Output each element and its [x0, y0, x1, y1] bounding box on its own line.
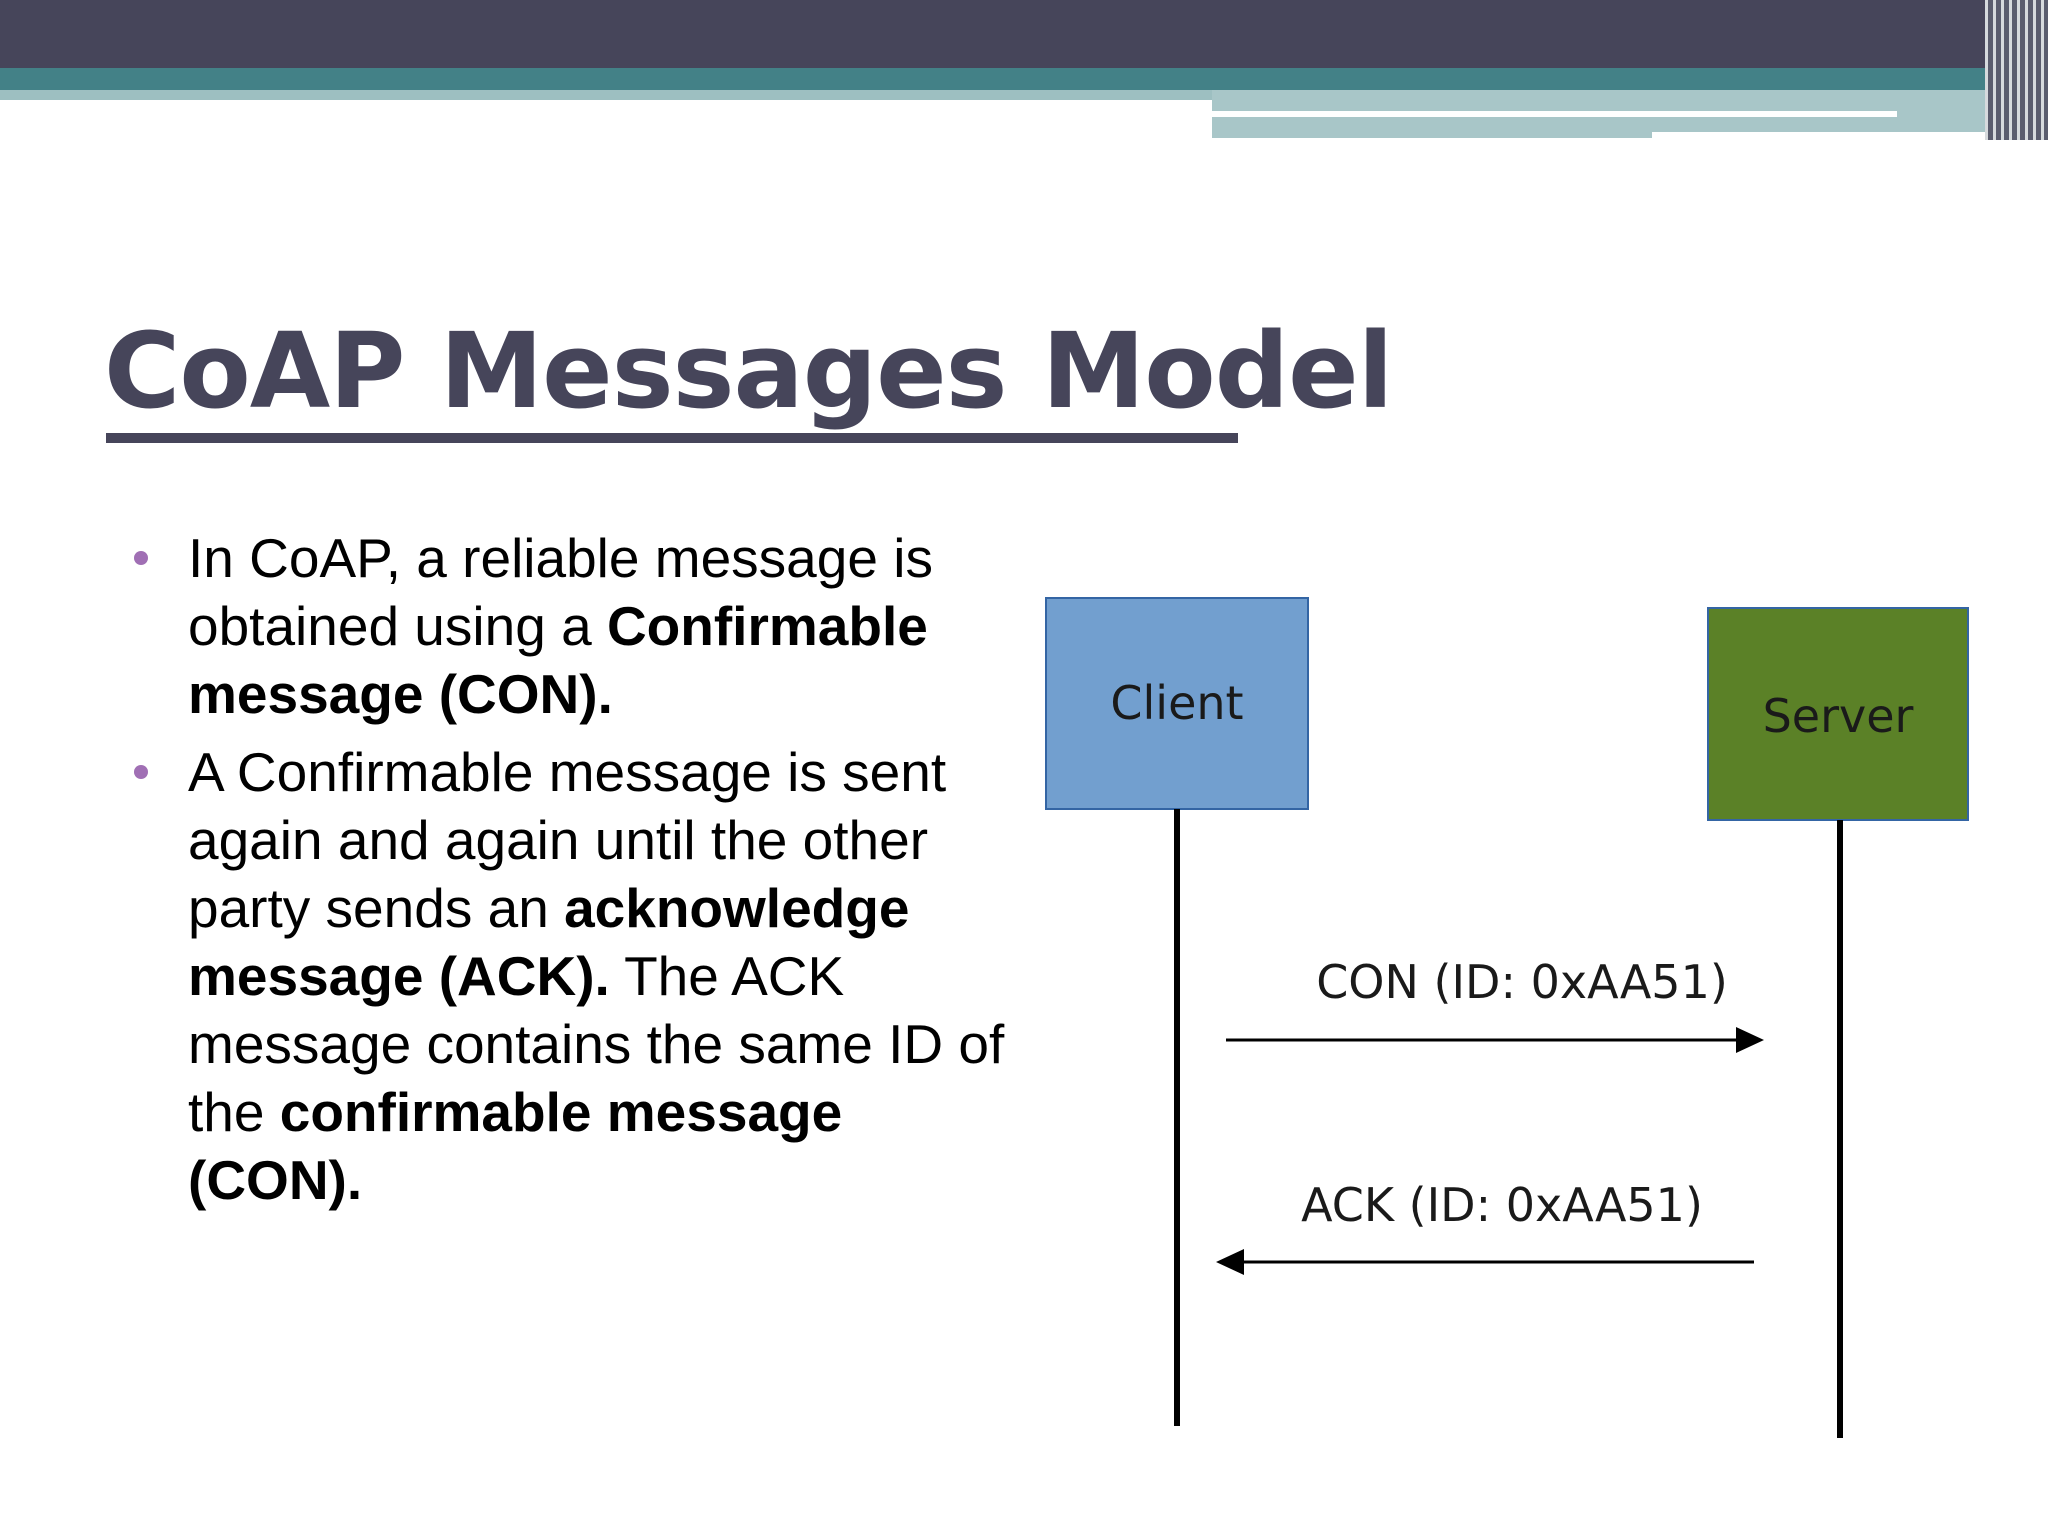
server-box: [1707, 607, 1969, 821]
client-label: Client: [1110, 676, 1243, 730]
header-bar-teal: [0, 68, 2048, 90]
bullet-item-2: A Confirmable message is sent again and …: [134, 738, 1008, 1214]
bullet-1-bold: Confirmable message (CON).: [188, 595, 928, 725]
header-bar-light-left: [0, 90, 1212, 100]
bullet-2-text-b: The ACK message contains the same ID of …: [188, 945, 1005, 1143]
bullet-item-1: In CoAP, a reliable message is obtained …: [134, 524, 1008, 728]
bullet-2-bold-b: confirmable message (CON).: [188, 1081, 843, 1211]
server-label: Server: [1763, 689, 1914, 743]
bullet-dot-icon: [134, 765, 148, 779]
header-accent-block: [1652, 132, 2012, 140]
con-message-label: CON (ID: 0xAA51): [1316, 955, 1728, 1009]
ack-message-label: ACK (ID: 0xAA51): [1301, 1178, 1703, 1232]
ack-arrowhead-icon: [1216, 1249, 1244, 1275]
header-bar-dark: [0, 0, 2048, 68]
client-box: [1045, 597, 1309, 810]
bullet-list: In CoAP, a reliable message is obtained …: [134, 524, 1008, 1224]
slide-title: CoAP Messages Model: [104, 310, 1393, 432]
bullet-2-bold-a: acknowledge message (ACK).: [188, 877, 910, 1007]
bullet-dot-icon: [134, 551, 148, 565]
con-arrowhead-icon: [1736, 1027, 1764, 1053]
header-accent-line: [1212, 111, 1897, 117]
title-underline: [106, 433, 1238, 443]
bullet-2-text-a: A Confirmable message is sent again and …: [188, 741, 947, 939]
header-stripes: [1985, 0, 2048, 140]
bullet-1-text: In CoAP, a reliable message is obtained …: [188, 527, 933, 657]
